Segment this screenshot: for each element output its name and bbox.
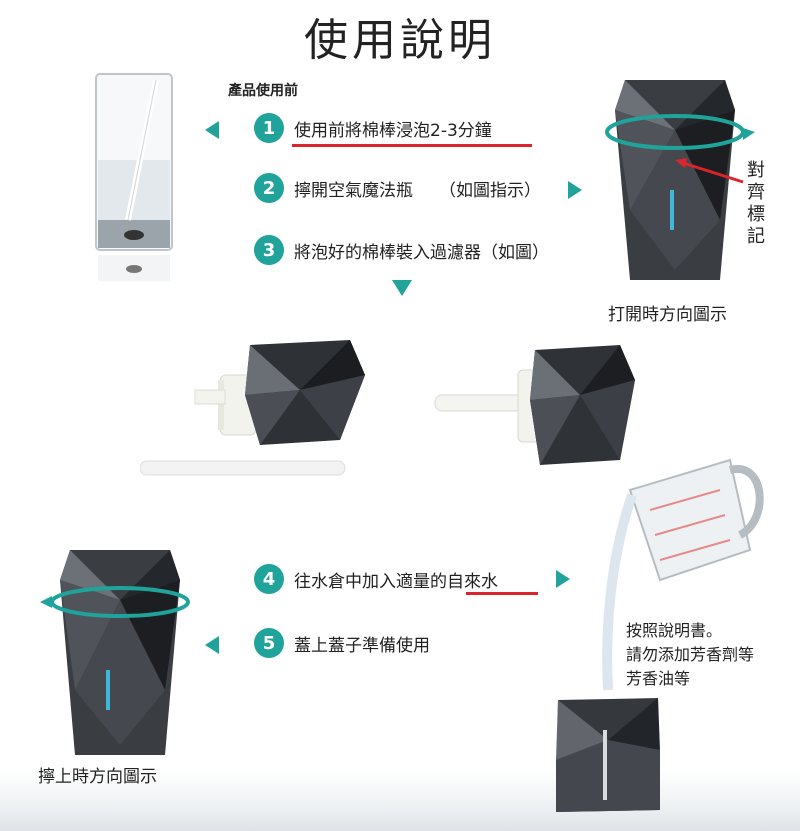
filter-assembled-image (434, 345, 635, 465)
step-1-text: 使用前將棉棒浸泡2-3分鐘 (294, 120, 492, 141)
step-2-text: 擰開空氣魔法瓶 (294, 180, 413, 201)
bottle-close-image (40, 550, 190, 755)
step-number-badge: 3 (254, 235, 284, 265)
usage-notes: 按照說明書。 請勿添加芳香劑等 芳香油等 (626, 621, 755, 688)
step-2: 2 擰開空氣魔法瓶 （如圖指示） (254, 173, 541, 203)
step-number-badge: 4 (254, 564, 284, 594)
underline-step-4 (466, 592, 538, 595)
arrow-left-icon (205, 121, 219, 139)
step-5-text: 蓋上蓋子準備使用 (294, 635, 430, 656)
water-glass-image (95, 73, 173, 281)
step-5: 5 蓋上蓋子準備使用 (254, 628, 430, 658)
measuring-cup-image (602, 458, 764, 691)
align-mark-label: 對 齊 標 記 (747, 160, 765, 247)
step-1: 1 使用前將棉棒浸泡2-3分鐘 (254, 113, 492, 143)
step-number-badge: 5 (254, 628, 284, 658)
section-label: 產品使用前 (228, 83, 298, 99)
step-4-text: 往水倉中加入適量的自來水 (294, 571, 498, 592)
arrow-right-icon (568, 181, 582, 199)
filter-with-stick-image (140, 340, 365, 476)
arrow-right-icon (556, 570, 570, 588)
underline-step-1 (292, 144, 532, 147)
step-4: 4 往水倉中加入適量的自來水 (254, 564, 498, 594)
open-direction-caption: 打開時方向圖示 (608, 305, 727, 325)
step-3: 3 將泡好的棉棒裝入過濾器（如圖） (254, 235, 549, 265)
step-3-text: 將泡好的棉棒裝入過濾器（如圖） (294, 242, 549, 263)
bottle-open-image (605, 80, 755, 280)
step-number-badge: 2 (254, 173, 284, 203)
step-2-note: （如圖指示） (439, 180, 541, 201)
page-title: 使用說明 (304, 15, 496, 66)
arrow-down-icon (392, 280, 412, 296)
arrow-left-icon (205, 636, 219, 654)
step-number-badge: 1 (254, 113, 284, 143)
close-direction-caption: 擰上時方向圖示 (38, 767, 157, 787)
bottle-filled-image (556, 698, 660, 812)
background-mountains (0, 770, 800, 831)
